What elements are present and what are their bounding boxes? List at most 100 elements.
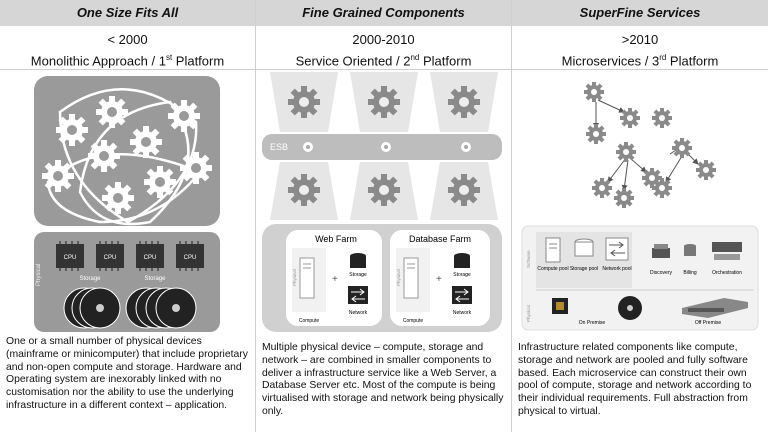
network-switch-icon [682, 298, 748, 318]
physical-label: Physical [526, 305, 531, 322]
network-icon [348, 286, 368, 304]
column-title: SuperFine Services [512, 0, 768, 26]
storage-label: Storage [79, 276, 101, 282]
gear-icon [620, 108, 640, 128]
service-label: Discovery [650, 270, 672, 276]
disk-stack [125, 287, 197, 329]
physical-item-label: Off Premise [695, 320, 722, 326]
svg-text:Physical: Physical [292, 269, 297, 286]
billing-icon [684, 244, 696, 256]
column-superfine: SuperFine Services >2010 Microservices /… [512, 0, 768, 432]
storage-icon [350, 253, 366, 268]
svg-text:CPU: CPU [184, 255, 197, 261]
disk-stack [63, 287, 121, 329]
gear-icon [381, 142, 391, 152]
service-label: Orchestration [712, 270, 742, 276]
gear-icon [616, 142, 636, 162]
gear-icon [461, 142, 471, 152]
cpu-chip: CPU [176, 241, 204, 271]
svg-text:CPU: CPU [64, 255, 77, 261]
server-icon [299, 257, 315, 299]
gear-icon [88, 140, 120, 172]
column-one-size-fits-all: One Size Fits All < 2000 Monolithic Appr… [0, 0, 256, 432]
gear-icon [592, 178, 612, 198]
gear-icon [614, 188, 634, 208]
pool-label: Storage pool [570, 266, 598, 272]
svg-text:Database Farm: Database Farm [409, 234, 471, 244]
cpu-row: CPU CPU CPU CPU [56, 241, 204, 271]
svg-text:Physical: Physical [396, 269, 401, 286]
soa-illustration: ESB Web Farm Physical Compute + Storage [256, 72, 511, 334]
era-label: < 2000 Monolithic Approach / 1st Platfor… [0, 26, 255, 70]
era-years: < 2000 [107, 32, 148, 47]
storage-pool-icon [574, 238, 594, 257]
gear-icon [96, 96, 128, 128]
gear-icon [288, 174, 320, 206]
svg-text:Network: Network [453, 310, 472, 316]
era-platform: Service Oriented / 2nd Platform [295, 53, 472, 69]
era-years: 2000-2010 [352, 32, 415, 47]
network-pool-icon [605, 237, 629, 261]
pool-label: Network pool [602, 266, 631, 272]
server-icon [403, 257, 419, 299]
column-description: One or a small number of physical device… [6, 336, 248, 411]
cpu-chip: CPU [136, 241, 164, 271]
software-label: Software [526, 250, 531, 268]
era-years: >2010 [621, 32, 659, 47]
svg-text:Storage: Storage [453, 272, 471, 278]
era-platform: Microservices / 3rd Platform [561, 53, 719, 69]
cpu-chip-icon [552, 298, 568, 314]
gear-icon [652, 178, 672, 198]
gear-icon [180, 152, 212, 184]
column-description: Infrastructure related components like c… [518, 342, 752, 417]
physical-label: Physical [36, 264, 42, 286]
cpu-chip: CPU [96, 241, 124, 271]
gear-icon [303, 142, 313, 152]
storage-icon [454, 253, 470, 268]
era-platform: Monolithic Approach / 1st Platform [30, 53, 225, 69]
gear-icon [448, 174, 480, 206]
gear-icon [130, 126, 162, 158]
database-farm: Database Farm Physical Compute + Storage… [390, 230, 490, 326]
compute-pool-icon [545, 237, 561, 263]
orchestration-icon [712, 242, 742, 260]
svg-text:Network: Network [349, 310, 368, 316]
svg-text:Storage: Storage [349, 272, 367, 278]
microservices-illustration: Software Compute pool Storage pool Netwo… [512, 72, 768, 334]
column-fine-grained: Fine Grained Components 2000-2010 Servic… [256, 0, 512, 432]
svg-text:Compute: Compute [299, 318, 320, 324]
gear-icon [144, 166, 176, 198]
era-label: 2000-2010 Service Oriented / 2nd Platfor… [256, 26, 511, 70]
service-links [593, 99, 699, 191]
gear-icon [696, 160, 716, 180]
column-description: Multiple physical device – compute, stor… [262, 342, 504, 417]
pool-label: Compute pool [537, 266, 568, 272]
discovery-icon [652, 244, 670, 258]
gear-icon [586, 124, 606, 144]
cpu-chip: CPU [56, 241, 84, 271]
svg-text:Web Farm: Web Farm [315, 234, 357, 244]
gear-icon [42, 160, 74, 192]
service-label: Billing [683, 270, 697, 276]
web-farm: Web Farm Physical Compute + Storage Netw… [286, 230, 382, 326]
gear-icon [584, 82, 604, 102]
gear-icon [168, 100, 200, 132]
physical-item-label: On Premise [579, 320, 606, 326]
gear-icon [448, 86, 480, 118]
gear-icon [368, 86, 400, 118]
plus-icon: + [332, 274, 338, 285]
disk-icon [618, 296, 642, 320]
column-title: Fine Grained Components [256, 0, 511, 26]
gear-icon [368, 174, 400, 206]
svg-text:Compute: Compute [403, 318, 424, 324]
gear-icon [288, 86, 320, 118]
plus-icon: + [436, 274, 442, 285]
gear-icon [56, 114, 88, 146]
gear-icon [672, 138, 692, 158]
monolith-illustration: Physical CPU CPU CPU [0, 72, 255, 334]
column-title: One Size Fits All [0, 0, 255, 26]
svg-text:CPU: CPU [104, 255, 117, 261]
esb-label: ESB [270, 142, 288, 152]
gear-icon [102, 182, 134, 214]
